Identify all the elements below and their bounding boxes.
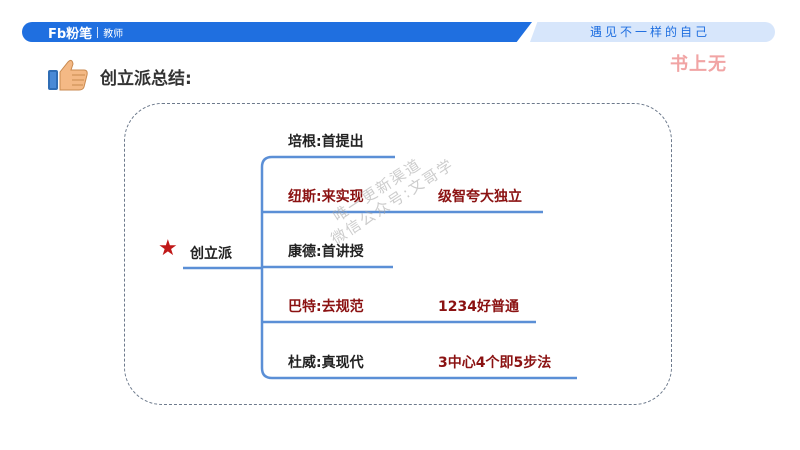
section-title: 创立派总结: xyxy=(100,69,192,89)
branch-label-dewey: 杜威:真现代 xyxy=(288,355,364,371)
brand: Fb粉笔 教师 xyxy=(48,22,123,42)
brand-logo: Fb粉笔 xyxy=(48,26,93,42)
brand-subtitle: 教师 xyxy=(103,28,124,40)
branch-detail-newton: 级智夸大独立 xyxy=(438,189,522,205)
branch-label-barth: 巴特:去规范 xyxy=(288,299,364,315)
thumbs-up-icon xyxy=(48,59,88,91)
branch-label-newton: 纽斯:来实现 xyxy=(288,189,364,205)
header-bar xyxy=(22,22,532,42)
diagram-frame xyxy=(124,103,672,405)
branch-label-bacon: 培根:首提出 xyxy=(288,134,364,150)
slogan: 遇见不一样的自己 xyxy=(590,25,711,39)
root-star-icon: ★ xyxy=(158,236,178,261)
stamp-text: 书上无 xyxy=(670,54,727,75)
header-slogan-bar xyxy=(530,22,775,42)
branch-label-kant: 康德:首讲授 xyxy=(288,244,364,260)
branch-detail-barth: 1234好普通 xyxy=(438,299,519,315)
root-node: 创立派 xyxy=(190,246,232,262)
branch-detail-dewey: 3中心4个即5步法 xyxy=(438,355,552,371)
brand-divider xyxy=(97,26,99,38)
